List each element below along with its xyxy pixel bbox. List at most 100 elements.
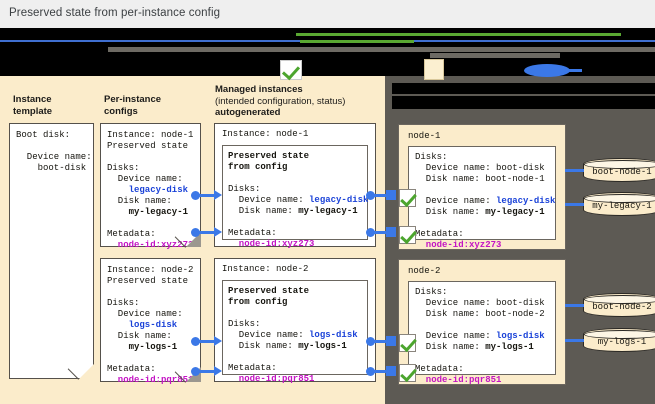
disk-name-value: my-logs-1 (485, 342, 534, 352)
disk-name-value: my-legacy-1 (298, 206, 358, 216)
disk-name-value: my-logs-1 (107, 342, 178, 352)
metadata-label: Metadata: (228, 228, 277, 238)
header-line: (intended configuration, status) (215, 95, 346, 107)
legend-gray-rule-a (108, 47, 655, 52)
header-line: Per-instance (104, 94, 162, 105)
instance-line: Instance: node-2 (222, 264, 309, 274)
connector-line (197, 231, 214, 234)
legend-green-rule-b (300, 40, 414, 43)
instance-line: Instance: node-1 (107, 130, 194, 140)
connector-square (386, 366, 396, 376)
check-badge-node-1-metadata (399, 226, 416, 244)
metadata-value: node-id:xyz273 (228, 239, 315, 249)
connector-dot (191, 191, 200, 200)
connector-arrow (214, 366, 222, 376)
column-header-per-instance-configs: Per-instance configs (104, 94, 161, 117)
device-name-label: Device name: (228, 330, 310, 340)
disk-boot-node-2: boot-node-2 (583, 293, 655, 317)
config-body: Instance: node-2 Preserved state Disks: … (101, 259, 200, 386)
connector-line (372, 231, 386, 234)
managed-instance-node-2: Instance: node-2 Preserved state from co… (214, 258, 376, 384)
connector-dot (366, 228, 375, 237)
page-fold-edge (67, 368, 79, 380)
instance-template-document: Boot disk: Device name: boot-disk (9, 123, 94, 380)
metadata-value: node-id:pqr851 (415, 375, 502, 385)
device-name-value: logs-disk (496, 331, 545, 341)
disk-name-label: Disk name: (415, 342, 486, 352)
check-badge-node-1-disk (399, 189, 416, 207)
connector-dot (191, 337, 200, 346)
metadata-label: Metadata: (107, 229, 156, 239)
connector-line (197, 194, 214, 197)
device-name-value: boot-disk (16, 163, 87, 173)
node-card-node-2: node-2 Disks: Device name: boot-disk Dis… (398, 259, 566, 385)
device-name-label: Device name: (107, 309, 183, 319)
connector-dot (191, 228, 200, 237)
disk-connector-line (565, 339, 584, 342)
column-header-instance-template: Instance template (13, 94, 52, 117)
node-body: Disks: Device name: boot-disk Disk name:… (408, 281, 556, 385)
preserved-state-label: Preserved state (107, 141, 189, 151)
header-line: template (13, 105, 53, 117)
disks-label: Disks: (415, 152, 448, 162)
boot-device-name: Device name: boot-disk (415, 298, 545, 308)
beige-swatch-icon (424, 59, 444, 80)
column-header-managed-instances: Managed instances (intended configuratio… (215, 84, 345, 119)
boot-disk-label: Boot disk: (16, 130, 71, 140)
connector-line (372, 194, 386, 197)
page-title: Preserved state from per-instance config (9, 7, 221, 19)
node-title: node-1 (408, 131, 441, 141)
device-name-label: Device name: (415, 331, 497, 341)
metadata-value: node-id:xyz273 (415, 240, 502, 250)
metadata-value: node-id:pqr851 (107, 375, 194, 385)
disk-name-value: my-legacy-1 (485, 207, 545, 217)
per-instance-config-node-2: Instance: node-2 Preserved state Disks: … (100, 258, 201, 385)
disk-name-value: my-logs-1 (298, 341, 347, 351)
blue-oval-icon (524, 64, 570, 77)
disk-connector-line (565, 203, 584, 206)
disk-my-logs-1: my-logs-1 (583, 328, 655, 352)
device-name-label: Device name: (16, 152, 92, 162)
check-badge-icon (280, 60, 302, 80)
device-name-value: legacy-disk (496, 196, 556, 206)
connector-dot (366, 191, 375, 200)
connector-line (197, 340, 214, 343)
disks-label: Disks: (415, 287, 448, 297)
check-badge-node-2-disk (399, 334, 416, 352)
check-badge-node-2-metadata (399, 364, 416, 382)
connector-square (386, 227, 396, 237)
connector-line (372, 370, 386, 373)
header-line: autogenerated (215, 107, 281, 118)
config-body: Instance: node-1 Preserved state Disks: … (101, 124, 200, 251)
disks-label: Disks: (107, 298, 140, 308)
metadata-value: node-id:pqr851 (228, 374, 315, 384)
node-card-node-1: node-1 Disks: Device name: boot-disk Dis… (398, 124, 566, 250)
disk-label: boot-node-2 (592, 302, 652, 312)
legend-gray-rule-b (430, 53, 560, 58)
instance-line: Instance: node-2 (107, 265, 194, 275)
page-fold-corner (79, 364, 94, 379)
preserved-state-line-1: Preserved state (228, 151, 310, 161)
header-line: Instance (13, 94, 52, 105)
caption-bar: Preserved state from per-instance config (0, 0, 655, 28)
device-name-label: Device name: (415, 196, 497, 206)
disk-name-label: Disk name: (415, 207, 486, 217)
device-name-value: legacy-disk (309, 195, 369, 205)
connector-arrow (214, 190, 222, 200)
boot-disk-name: Disk name: boot-node-2 (415, 309, 545, 319)
connector-arrow (214, 227, 222, 237)
node-body: Disks: Device name: boot-disk Disk name:… (408, 146, 556, 250)
device-name-value: logs-disk (107, 320, 178, 330)
node-title: node-2 (408, 266, 441, 276)
instance-line: Instance: node-1 (222, 129, 309, 139)
metadata-value: node-id:xyz273 (107, 240, 194, 250)
disks-label: Disks: (228, 319, 261, 329)
disk-label: my-legacy-1 (592, 201, 652, 211)
right-panel-redacted-line-1 (392, 83, 655, 94)
preserved-state-line-1: Preserved state (228, 286, 310, 296)
metadata-label: Metadata: (415, 364, 464, 374)
metadata-label: Metadata: (228, 363, 277, 373)
boot-disk-name: Disk name: boot-node-1 (415, 174, 545, 184)
connector-line (372, 340, 386, 343)
